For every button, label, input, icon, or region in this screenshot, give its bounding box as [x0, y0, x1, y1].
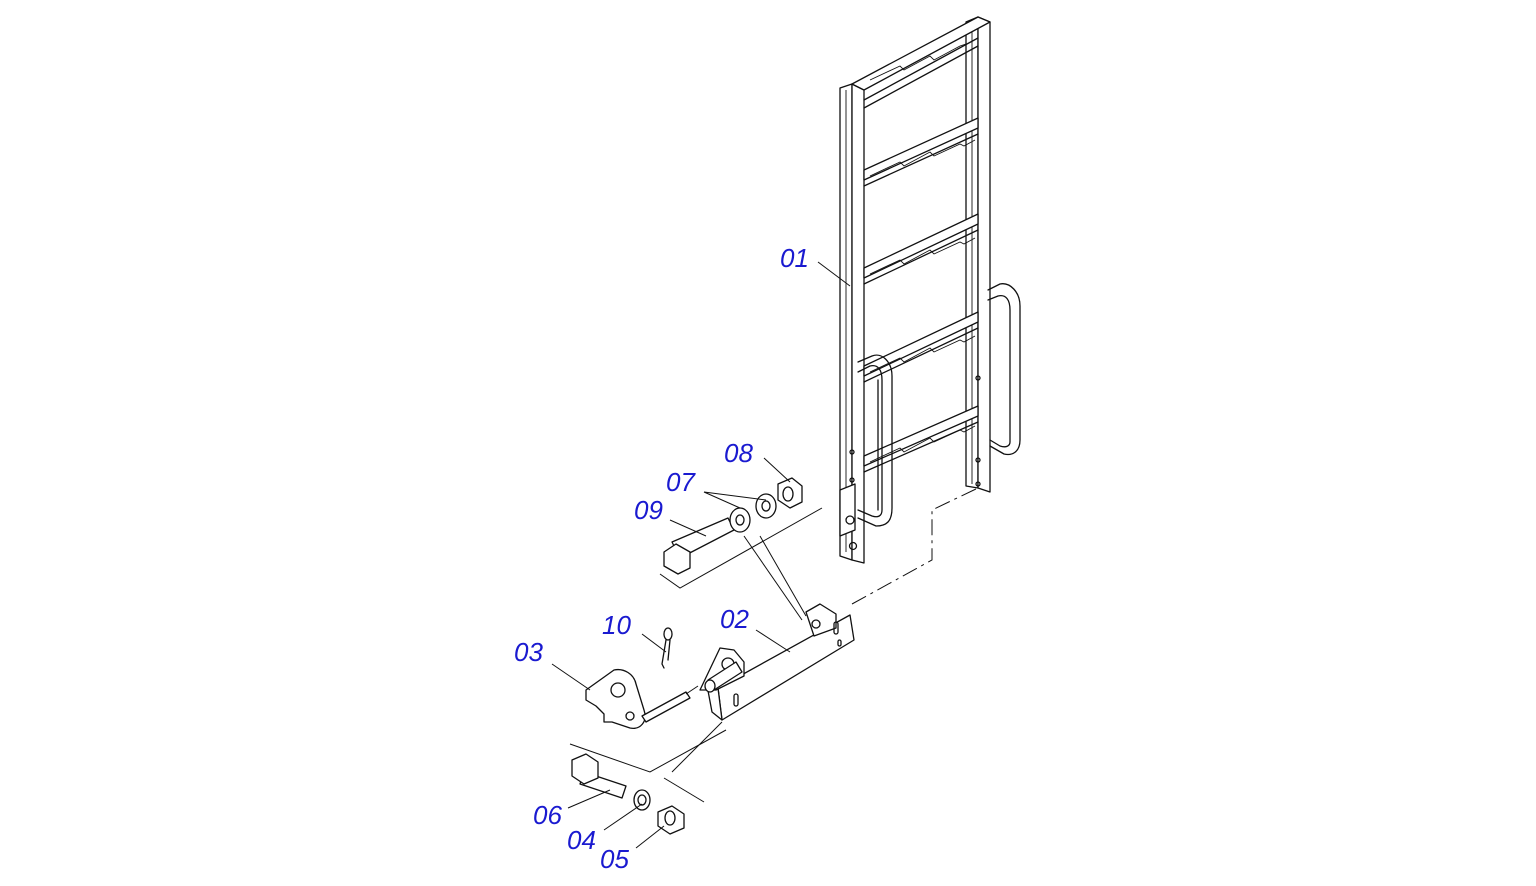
- left-grab-handle: [857, 354, 893, 527]
- mounting-plate: [699, 603, 855, 721]
- upper-nut: [777, 477, 803, 509]
- label-part-10: 10: [602, 610, 631, 640]
- washers: [729, 493, 777, 533]
- part-labels: 01 02 03 04 05 06 07 08 09 10: [514, 243, 809, 874]
- label-part-07: 07: [666, 467, 696, 497]
- label-part-02: 02: [720, 604, 749, 634]
- label-part-05: 05: [600, 844, 629, 874]
- upper-bolt: [663, 517, 735, 575]
- label-part-01: 01: [780, 243, 809, 273]
- right-grab-handle: [987, 283, 1021, 456]
- latch-plate: [585, 668, 691, 729]
- ladder-rungs: [863, 43, 979, 473]
- ladder-assembly: [839, 16, 1021, 564]
- label-part-03: 03: [514, 637, 543, 667]
- assembly-guide-lines: [569, 487, 979, 803]
- label-part-08: 08: [724, 438, 753, 468]
- label-part-06: 06: [533, 800, 562, 830]
- label-part-09: 09: [634, 495, 663, 525]
- leader-lines: [551, 261, 851, 849]
- label-part-04: 04: [567, 825, 596, 855]
- lock-washer: [633, 789, 651, 811]
- lower-nut: [657, 805, 685, 835]
- split-pin: [661, 627, 673, 669]
- lower-bolt: [571, 753, 627, 799]
